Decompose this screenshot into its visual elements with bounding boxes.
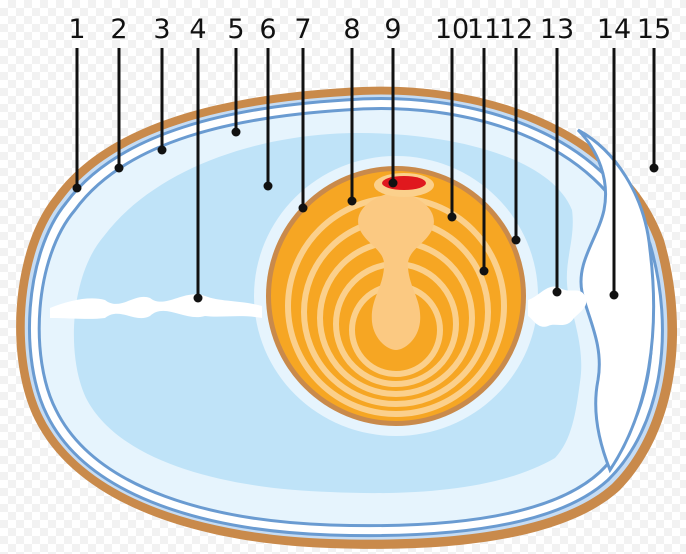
label-4: 4 [189, 14, 206, 45]
label-14: 14 [597, 14, 631, 45]
label-2: 2 [110, 14, 127, 45]
label-5: 5 [227, 14, 244, 45]
chalaza-right [528, 286, 587, 327]
leader-dot-7 [298, 203, 308, 213]
chalaza-left [50, 294, 262, 319]
label-11: 11 [467, 14, 501, 45]
label-10: 10 [435, 14, 469, 45]
latebra [358, 192, 434, 350]
label-3: 3 [153, 14, 170, 45]
leader-dot-12 [511, 235, 521, 245]
label-9: 9 [384, 14, 401, 45]
label-12: 12 [499, 14, 533, 45]
label-15: 15 [637, 14, 671, 45]
label-1: 1 [68, 14, 85, 45]
leader-dot-6 [263, 181, 273, 191]
leader-dot-15 [649, 163, 659, 173]
leader-dot-3 [157, 145, 167, 155]
leader-dot-11 [479, 266, 489, 276]
label-8: 8 [343, 14, 360, 45]
label-7: 7 [294, 14, 311, 45]
leader-dot-14 [609, 290, 619, 300]
leader-dot-13 [552, 287, 562, 297]
leader-dot-1 [72, 183, 82, 193]
leader-dot-4 [193, 293, 203, 303]
leader-dot-5 [231, 127, 241, 137]
leader-dot-9 [388, 178, 398, 188]
air-cell [576, 128, 656, 474]
label-6: 6 [259, 14, 276, 45]
label-13: 13 [540, 14, 574, 45]
leader-dot-10 [447, 212, 457, 222]
leader-dot-2 [114, 163, 124, 173]
leader-dot-8 [347, 196, 357, 206]
